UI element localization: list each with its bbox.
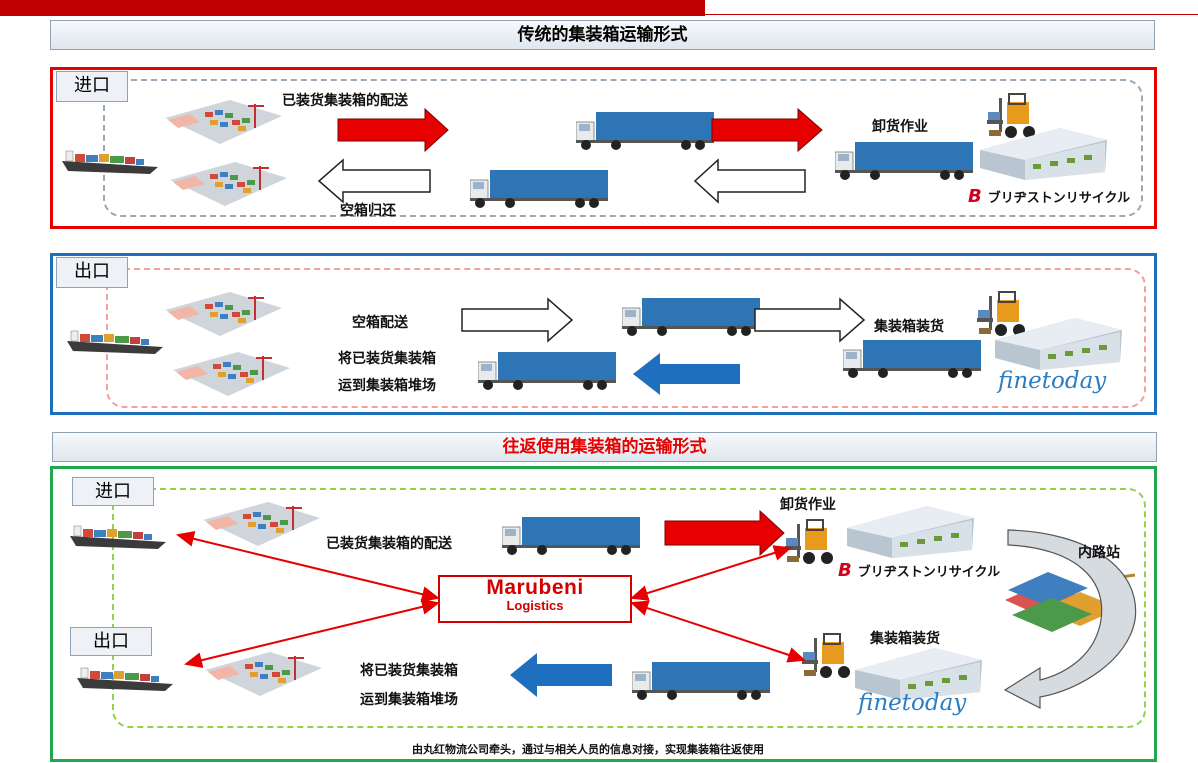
footer-note: 由丸红物流公司牵头，通过与相关人员的信息对接，实现集装箱往返使用	[412, 743, 764, 756]
finetoday-logo: finetoday	[858, 690, 967, 716]
delivery-arrow	[337, 107, 449, 153]
export-shipment-arrow	[510, 653, 612, 697]
top-accent-line	[705, 14, 1198, 15]
connector-line	[630, 600, 806, 663]
section1-title: 传统的集装箱运输形式	[517, 25, 688, 45]
delivery-arrow	[711, 107, 823, 153]
section2-title-banner: 往返使用集装箱的运输形式	[52, 432, 1157, 462]
empty-delivery-arrow	[754, 297, 866, 343]
export-shipment-arrow	[633, 353, 740, 395]
top-accent-bar	[0, 0, 705, 16]
export-ship-label-line1: 将已装货集装箱	[338, 351, 436, 367]
import-panel	[50, 67, 1157, 229]
export-tag: 出口	[56, 257, 128, 288]
section1-title-banner: 传统的集装箱运输形式	[50, 20, 1155, 50]
return-arrow	[317, 158, 431, 204]
roundtrip-import-tag: 进口	[72, 477, 154, 506]
export-panel	[50, 253, 1157, 415]
marubeni-logistics-logo: Marubeni Logistics	[438, 575, 632, 623]
roundtrip-ship-label-line2: 运到集装箱堆场	[360, 692, 458, 708]
roundtrip-export-tag: 出口	[70, 627, 152, 656]
delivery-arrow	[664, 509, 785, 557]
empty-delivery-arrow	[461, 297, 574, 343]
connector-line	[184, 598, 440, 669]
section2-title: 往返使用集装箱的运输形式	[502, 437, 707, 457]
return-arrow	[693, 158, 806, 204]
inland-depot-label: 内路站	[1078, 545, 1120, 561]
roundtrip-delivery-label: 已装货集装箱的配送	[326, 536, 452, 552]
empty-delivery-label: 空箱配送	[352, 315, 408, 331]
empty-return-label: 空箱归还	[340, 203, 396, 219]
export-ship-label-line2: 运到集装箱堆场	[338, 378, 436, 394]
roundtrip-loading-label: 集装箱装货	[870, 631, 940, 647]
import-tag: 进口	[56, 71, 128, 102]
roundtrip-ship-label-line1: 将已装货集装箱	[360, 663, 458, 679]
roundtrip-unload-label: 卸货作业	[780, 497, 836, 513]
finetoday-logo: finetoday	[998, 368, 1107, 394]
connector-line	[630, 545, 792, 601]
import-delivery-label: 已装货集装箱的配送	[282, 93, 408, 109]
roundtrip-panel	[50, 466, 1157, 762]
connector-line	[176, 530, 440, 603]
inland-depot-icon	[1005, 569, 1136, 632]
roundtrip-curved-arrow	[1003, 529, 1137, 709]
unload-label: 卸货作业	[872, 119, 928, 135]
import-dashed-loop	[103, 79, 1143, 217]
roundtrip-dashed-loop	[112, 488, 1146, 728]
container-loading-label: 集装箱装货	[874, 319, 944, 335]
